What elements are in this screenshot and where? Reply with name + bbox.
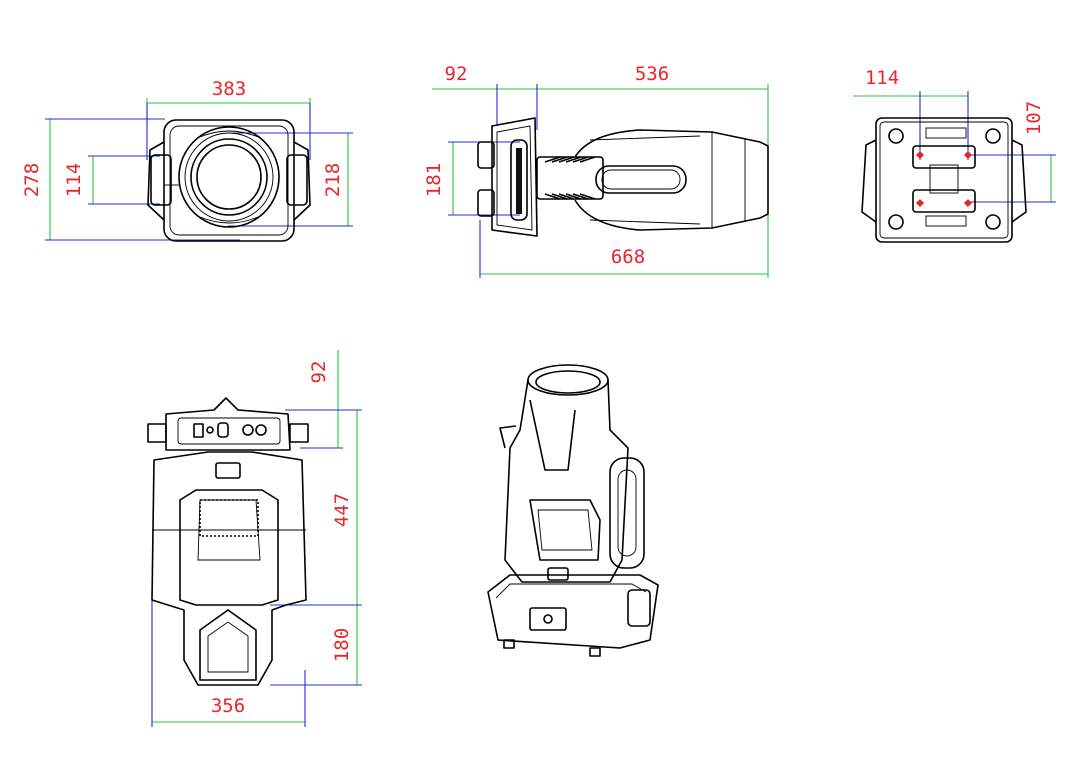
dim-bottom-hole-spacing-y: 107 — [1023, 101, 1045, 135]
front-view-fixture — [147, 119, 311, 242]
side-view — [432, 84, 769, 278]
dim-rear-width: 356 — [211, 695, 245, 717]
rear-view-dimension-lines — [151, 350, 362, 727]
dim-front-height: 278 — [21, 163, 43, 197]
dim-front-lens-height: 218 — [322, 163, 344, 197]
perspective-view-fixture — [487, 364, 659, 657]
bottom-view — [853, 91, 1056, 243]
dim-rear-base-height: 92 — [308, 361, 330, 384]
dim-bottom-hole-spacing-x: 114 — [865, 67, 899, 89]
dim-front-inner-height: 114 — [63, 163, 85, 197]
dim-rear-body-height: 447 — [331, 493, 353, 527]
dim-front-width: 383 — [212, 78, 246, 100]
rear-view — [147, 350, 362, 727]
side-view-fixture — [477, 117, 769, 237]
rear-view-fixture — [147, 397, 309, 686]
dimension-labels: 383 278 114 218 92 536 181 668 114 107 9… — [21, 63, 1045, 717]
dim-rear-head-height: 180 — [331, 628, 353, 662]
dim-side-height: 181 — [423, 163, 445, 197]
dim-side-base-depth: 92 — [445, 63, 468, 85]
side-view-dimension-lines — [432, 84, 769, 278]
front-view — [45, 98, 353, 242]
dim-side-total-length: 668 — [611, 246, 645, 268]
front-view-dimension-lines — [45, 98, 353, 241]
perspective-view — [487, 364, 659, 657]
dim-side-head-length: 536 — [635, 63, 669, 85]
bottom-view-dimension-lines — [853, 91, 1056, 203]
bottom-view-fixture — [861, 117, 1027, 243]
